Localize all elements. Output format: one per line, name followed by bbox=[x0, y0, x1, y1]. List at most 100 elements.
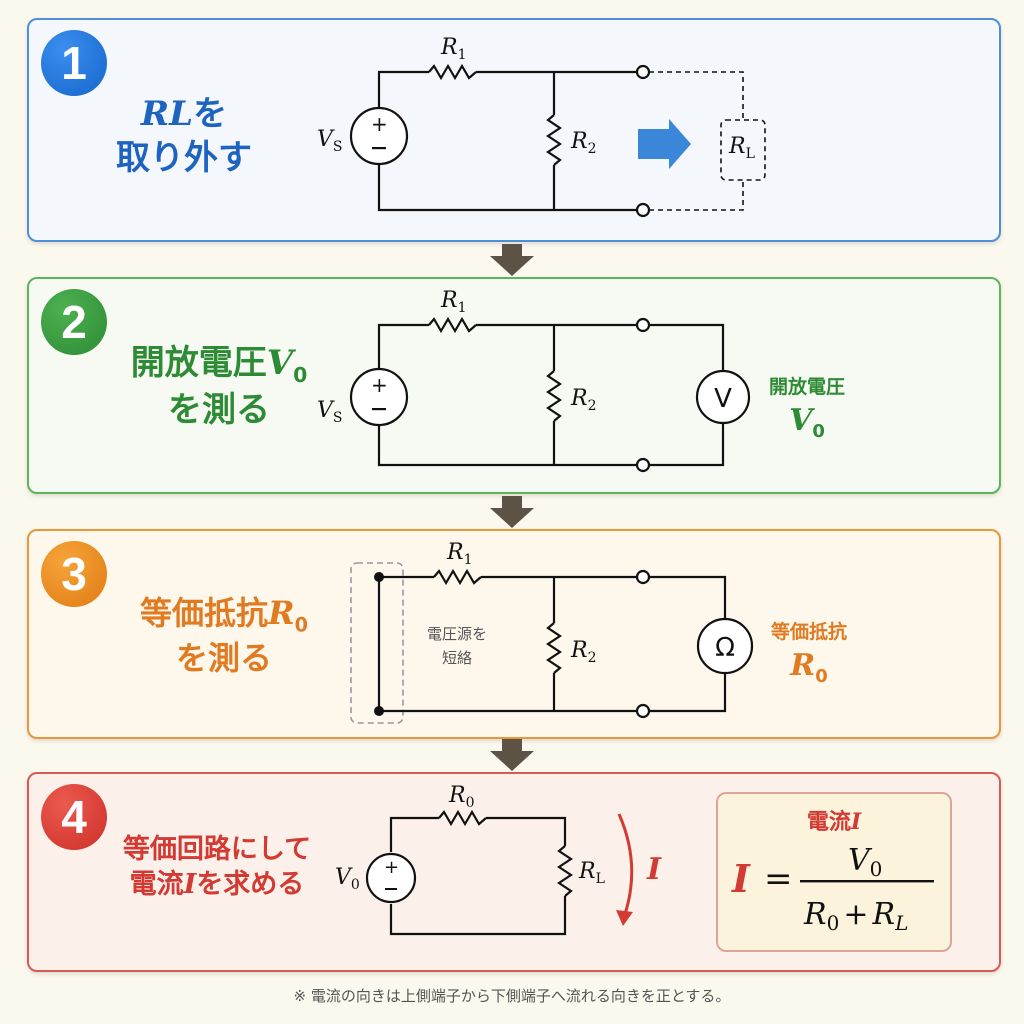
step-number: 1 bbox=[61, 37, 87, 89]
resistor-r2-icon bbox=[546, 370, 562, 422]
voltmeter-symbol: V bbox=[714, 384, 732, 414]
formula-title-math: I bbox=[850, 809, 862, 835]
side-sub: 0 bbox=[812, 421, 825, 442]
removed-load-box bbox=[720, 119, 766, 181]
formula-title-text: 電流 bbox=[806, 810, 851, 835]
step-3-title: 等価抵抗R0 を測る bbox=[114, 593, 334, 680]
resistor-r2-icon bbox=[546, 622, 562, 674]
current-label: I bbox=[646, 852, 662, 887]
formula-svg: I = V0 R0+RL bbox=[731, 843, 934, 935]
step-3-panel: 3 等価抵抗R0 を測る Ω 電圧源を 短絡 R1 R2 等価抵抗 R0 bbox=[27, 529, 1001, 739]
wire bbox=[377, 70, 429, 108]
title-text-line2: を測る bbox=[175, 639, 272, 678]
node-dot bbox=[374, 706, 384, 716]
resistor-rl-icon bbox=[557, 845, 573, 897]
ohmmeter-symbol: Ω bbox=[715, 633, 735, 663]
side-math: V bbox=[789, 403, 813, 438]
down-arrow-icon bbox=[490, 496, 534, 528]
svg-text:+: + bbox=[371, 112, 388, 136]
down-arrow-icon bbox=[490, 244, 534, 276]
step-number: 3 bbox=[61, 548, 87, 600]
svg-text:+: + bbox=[371, 373, 388, 397]
terminal-bottom-icon bbox=[635, 457, 651, 473]
step-1-title: RLを 取り外す bbox=[89, 92, 279, 180]
arrowhead-icon bbox=[616, 910, 633, 926]
equivalent-resistance-label: 等価抵抗 R0 bbox=[771, 617, 847, 687]
voltmeter-icon bbox=[695, 369, 751, 425]
side-label-text: 開放電圧 bbox=[769, 376, 846, 398]
formula-lhs: I bbox=[731, 856, 751, 901]
short-note-line1: 電圧源を bbox=[427, 625, 487, 643]
side-math: R bbox=[790, 648, 816, 683]
open-circuit-voltage-label: 開放電圧 V0 bbox=[769, 372, 845, 442]
terminal-top-icon bbox=[635, 64, 651, 80]
svg-text:V0: V0 bbox=[335, 865, 360, 893]
formula-title: 電流I bbox=[718, 804, 950, 836]
title-text: 開放電圧 bbox=[130, 343, 267, 383]
terminal-top-icon bbox=[635, 569, 651, 585]
current-direction-arrow bbox=[617, 813, 634, 915]
side-sub: 0 bbox=[815, 666, 828, 687]
step-2-panel: 2 開放電圧V0 を測る + V R1 R2 VS 開放電圧 V0 bbox=[27, 277, 1001, 494]
title-sub: 0 bbox=[293, 362, 308, 387]
voltage-source-icon bbox=[349, 367, 409, 427]
side-label-text: 等価抵抗 bbox=[771, 621, 848, 643]
resistor-r0-icon bbox=[438, 809, 487, 827]
step-4-title: 等価回路にして 電流Iを求める bbox=[107, 832, 327, 902]
footnote: ※ 電流の向きは上側端子から下側端子へ流れる向きを正とする。 bbox=[293, 987, 731, 1005]
svg-text:R1: R1 bbox=[440, 35, 467, 63]
dashed-wire bbox=[649, 71, 744, 211]
resistor-r1-icon bbox=[428, 316, 477, 334]
formula-numerator: V0 bbox=[848, 843, 882, 881]
title-text: を bbox=[193, 94, 228, 134]
svg-text:RL: RL bbox=[728, 134, 755, 162]
step-4-panel: 4 等価回路にして 電流Iを求める + I R0 RL V0 電流I I = V… bbox=[27, 772, 1001, 972]
circuit-diagram-2: + V R1 R2 VS bbox=[317, 288, 751, 473]
title-text: 等価回路にして bbox=[122, 834, 312, 865]
formula-equals: = bbox=[764, 859, 793, 899]
title-math: I bbox=[183, 869, 197, 901]
voltage-source-icon bbox=[349, 106, 409, 166]
formula-denominator: R0+RL bbox=[803, 897, 908, 935]
circuit-diagram-4: + I R0 RL V0 bbox=[335, 783, 662, 936]
short-circuit-box bbox=[350, 562, 404, 724]
svg-text:R1: R1 bbox=[440, 288, 467, 316]
svg-text:RL: RL bbox=[578, 859, 605, 887]
svg-text:R2: R2 bbox=[570, 638, 597, 666]
svg-text:+: + bbox=[384, 857, 399, 878]
svg-text:R2: R2 bbox=[570, 129, 597, 157]
terminal-bottom-icon bbox=[635, 703, 651, 719]
step-3-badge: 3 bbox=[41, 541, 107, 607]
title-text-pre: 電流 bbox=[129, 869, 184, 901]
voltage-source-icon bbox=[365, 852, 417, 904]
step-number: 2 bbox=[61, 296, 87, 348]
step-number: 4 bbox=[61, 791, 87, 843]
step-2-badge: 2 bbox=[41, 289, 107, 355]
wire bbox=[377, 164, 637, 212]
svg-text:R2: R2 bbox=[570, 386, 597, 414]
ohmmeter-icon bbox=[696, 617, 754, 675]
title-math: R bbox=[268, 594, 295, 632]
title-math: RL bbox=[140, 94, 194, 134]
resistor-r1-icon bbox=[433, 568, 482, 586]
title-math: V bbox=[266, 343, 294, 383]
svg-text:VS: VS bbox=[317, 127, 342, 155]
title-text: 等価抵抗 bbox=[140, 594, 269, 632]
step-1-badge: 1 bbox=[41, 30, 107, 96]
circuit-diagram-1: + R1 R2 VS RL bbox=[317, 35, 766, 218]
resistor-r1-icon bbox=[428, 63, 477, 81]
fraction-bar bbox=[800, 880, 934, 883]
svg-text:R1: R1 bbox=[446, 540, 473, 568]
svg-text:VS: VS bbox=[317, 398, 342, 426]
step-1-panel: 1 RLを 取り外す + R1 R2 VS RL bbox=[27, 18, 1001, 242]
title-text-post: を求める bbox=[196, 869, 305, 901]
down-arrow-icon bbox=[490, 739, 534, 771]
title-sub: 0 bbox=[294, 613, 308, 637]
terminal-top-icon bbox=[635, 317, 651, 333]
current-formula-box: 電流I I = V0 R0+RL bbox=[716, 792, 952, 952]
step-4-badge: 4 bbox=[41, 784, 107, 850]
resistor-r2-icon bbox=[546, 114, 562, 166]
title-text-line2: を測る bbox=[168, 390, 270, 431]
circuit-diagram-3: Ω 電圧源を 短絡 R1 R2 bbox=[350, 540, 754, 724]
short-note-line2: 短絡 bbox=[442, 649, 472, 667]
